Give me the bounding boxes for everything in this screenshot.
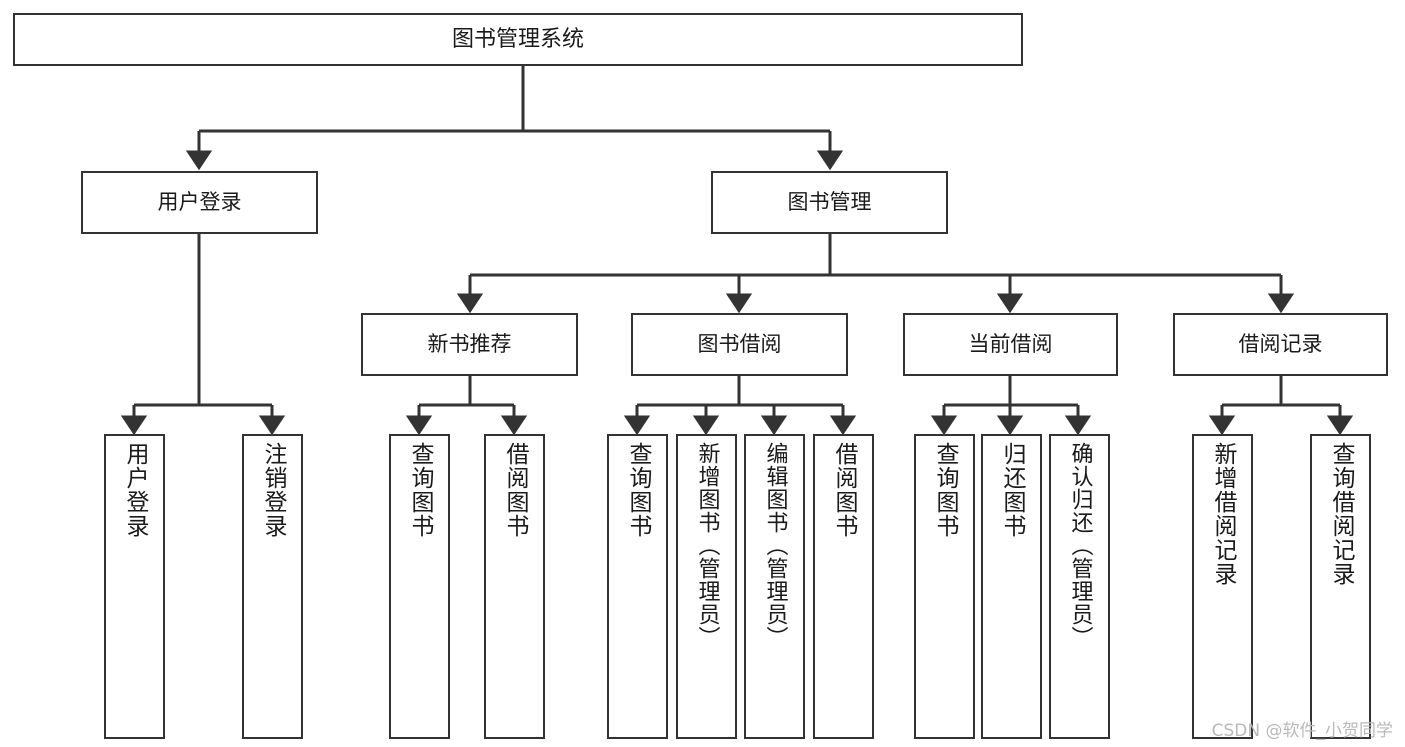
- node-label: 归还图书: [999, 442, 1025, 538]
- leaf-borrow-book[interactable]: 借阅图书: [813, 434, 874, 739]
- leaf-query-book-current[interactable]: 查询图书: [914, 434, 975, 739]
- node-new-book-recommend[interactable]: 新书推荐: [361, 313, 578, 376]
- node-root-system[interactable]: 图书管理系统: [13, 13, 1023, 66]
- node-label: 查询图书: [407, 442, 433, 538]
- leaf-query-book-recommend[interactable]: 查询图书: [389, 434, 450, 739]
- node-label: 新增借阅记录: [1210, 442, 1236, 586]
- node-label: 用户登录: [122, 442, 148, 538]
- node-label: 新书推荐: [427, 332, 512, 357]
- node-label: 借阅记录: [1238, 332, 1323, 357]
- node-current-borrow[interactable]: 当前借阅: [903, 313, 1118, 376]
- node-label: 查询图书: [932, 442, 958, 538]
- leaf-confirm-return[interactable]: 确认归还（管理员）: [1049, 434, 1110, 739]
- node-book-borrow[interactable]: 图书借阅: [631, 313, 848, 376]
- node-label: 当前借阅: [968, 332, 1053, 357]
- leaf-add-book[interactable]: 新增图书（管理员）: [676, 434, 737, 739]
- node-label: 查询借阅记录: [1328, 442, 1354, 586]
- node-label: 借阅图书: [502, 442, 528, 538]
- leaf-user-login[interactable]: 用户登录: [104, 434, 165, 739]
- node-borrow-record[interactable]: 借阅记录: [1173, 313, 1388, 376]
- node-label: 确认归还（管理员）: [1067, 442, 1093, 649]
- leaf-logout-login[interactable]: 注销登录: [242, 434, 303, 739]
- node-label: 图书借阅: [697, 332, 782, 357]
- leaf-edit-book[interactable]: 编辑图书（管理员）: [744, 434, 805, 739]
- leaf-query-borrow-record[interactable]: 查询借阅记录: [1310, 434, 1371, 739]
- node-label: 查询图书: [625, 442, 651, 538]
- leaf-add-borrow-record[interactable]: 新增借阅记录: [1192, 434, 1253, 739]
- node-label: 新增图书（管理员）: [694, 442, 720, 649]
- node-user-login[interactable]: 用户登录: [81, 171, 318, 234]
- node-label: 图书管理系统: [451, 26, 584, 52]
- node-label: 注销登录: [260, 442, 286, 538]
- leaf-return-book[interactable]: 归还图书: [981, 434, 1042, 739]
- node-label: 用户登录: [157, 190, 242, 215]
- node-label: 编辑图书（管理员）: [762, 442, 788, 649]
- node-book-management[interactable]: 图书管理: [711, 171, 948, 234]
- leaf-query-book-borrow[interactable]: 查询图书: [607, 434, 668, 739]
- node-label: 借阅图书: [831, 442, 857, 538]
- node-label: 图书管理: [787, 190, 872, 215]
- leaf-borrow-book-recommend[interactable]: 借阅图书: [484, 434, 545, 739]
